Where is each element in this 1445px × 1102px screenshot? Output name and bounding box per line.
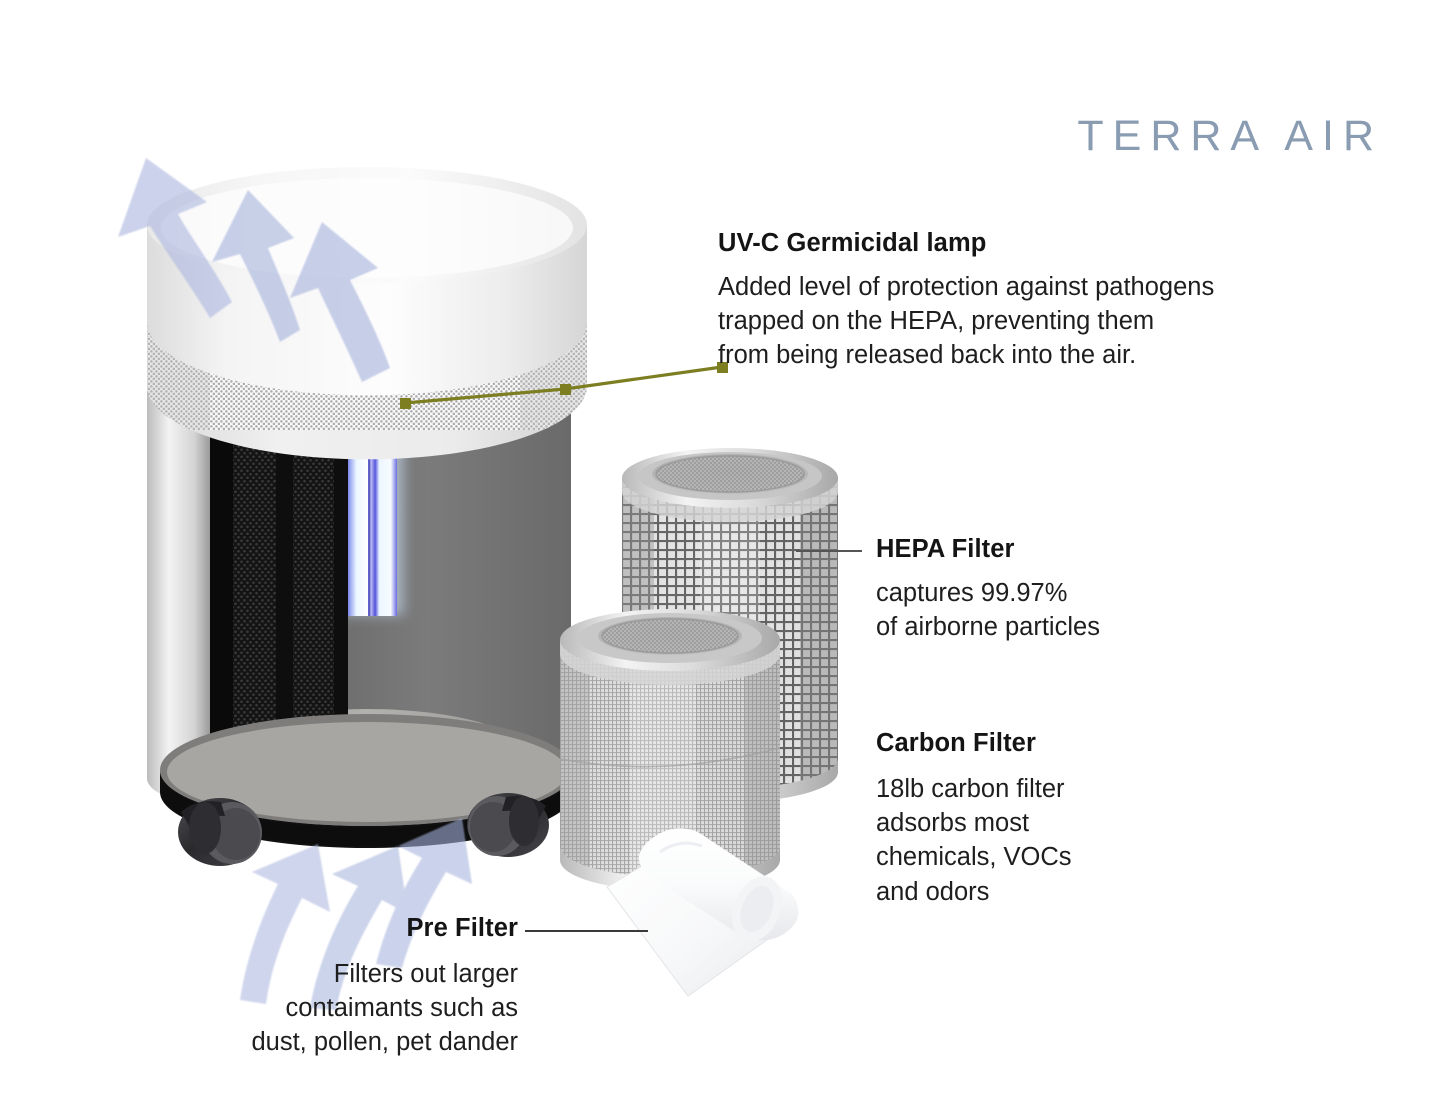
airflow-arrow-3 <box>290 222 390 382</box>
callout-prefilter-body: Filters out larger contaimants such as d… <box>118 957 518 1060</box>
callout-prefilter-line1: Filters out larger <box>333 959 518 988</box>
callout-carbon-body: 18lb carbon filter adsorbs most chemical… <box>876 772 1276 910</box>
pre-filter-part <box>606 828 799 997</box>
prefilter-leader-line <box>525 930 648 932</box>
airflow-arrows-bottom <box>240 818 472 1010</box>
callout-hepa-title: HEPA Filter <box>876 535 1015 563</box>
callout-prefilter-line2: contaimants such as <box>285 994 518 1023</box>
callout-prefilter: Pre Filter Filters out larger contaimant… <box>118 913 518 1060</box>
callout-uvc: UV-C Germicidal lamp Added level of prot… <box>718 228 1408 373</box>
airflow-arrow-2 <box>212 190 300 342</box>
airflow-arrow-6 <box>376 818 472 968</box>
callout-uvc-body: Added level of protection against pathog… <box>718 270 1408 373</box>
caster-wheel-right <box>467 793 549 857</box>
purifier-shell-left <box>147 380 210 800</box>
callout-carbon-line3: chemicals, VOCs <box>876 843 1072 872</box>
callout-hepa: HEPA Filter captures 99.97% of airborne … <box>876 534 1306 644</box>
air-purifier-unit <box>147 167 587 866</box>
callout-uvc-line3: from being released back into the air. <box>718 341 1137 370</box>
uvc-leader-line <box>400 362 728 409</box>
callout-uvc-line2: trapped on the HEPA, preventing them <box>718 307 1155 336</box>
brand-logo: TERRA AIR <box>1077 112 1383 160</box>
caster-wheel-left <box>178 798 262 866</box>
airflow-arrow-5 <box>310 846 408 1010</box>
airflow-arrows-top <box>118 158 390 382</box>
callout-carbon-line1: 18lb carbon filter <box>876 774 1065 803</box>
airflow-arrow-1 <box>118 158 232 318</box>
callout-carbon-title: Carbon Filter <box>876 729 1036 757</box>
hepa-leader-line <box>796 550 862 552</box>
callout-uvc-line1: Added level of protection against pathog… <box>718 272 1215 301</box>
airflow-arrow-4 <box>240 844 330 1004</box>
callout-carbon: Carbon Filter 18lb carbon filter adsorbs… <box>876 728 1276 909</box>
callout-hepa-line1: captures 99.97% <box>876 578 1068 607</box>
callout-uvc-title: UV-C Germicidal lamp <box>718 229 987 257</box>
carbon-filter-part <box>560 609 780 891</box>
callout-prefilter-title: Pre Filter <box>406 914 518 942</box>
callout-hepa-body: captures 99.97% of airborne particles <box>876 576 1306 645</box>
callout-hepa-line2: of airborne particles <box>876 613 1100 642</box>
callout-carbon-line2: adsorbs most <box>876 809 1030 838</box>
callout-prefilter-line3: dust, pollen, pet dander <box>251 1028 518 1057</box>
callout-carbon-line4: and odors <box>876 877 990 906</box>
